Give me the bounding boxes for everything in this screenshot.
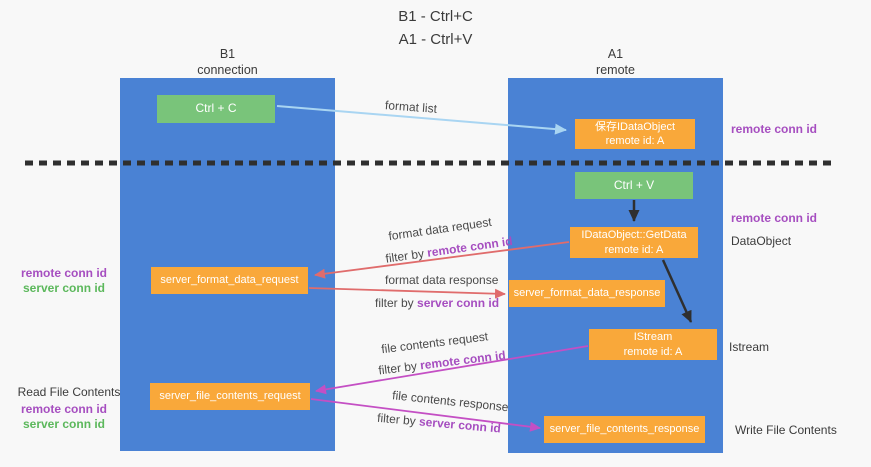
ctrl-v-box: Ctrl + V — [575, 172, 693, 199]
save-idataobject-line2: remote id: A — [605, 135, 665, 147]
lane-header-b1: B1 connection — [120, 46, 335, 79]
filter-by-text: filter by — [376, 410, 417, 429]
left-conn-id-block-2: remote conn id server conn id — [8, 402, 120, 432]
left-remote-conn-id-1: remote conn id — [20, 266, 107, 280]
server-file-contents-response-box: server_file_contents_response — [544, 416, 705, 443]
file-contents-response-label: file contents response — [391, 388, 510, 415]
lane-b1-title: B1 — [219, 47, 236, 61]
server-format-data-response-box: server_format_data_response — [509, 280, 665, 307]
format-data-response-arrow — [308, 287, 506, 299]
ctrl-v-label: Ctrl + V — [613, 177, 655, 192]
filter-by-text: filter by — [384, 246, 425, 266]
title-line-2: A1 - Ctrl+V — [398, 30, 473, 48]
lane-header-a1: A1 remote — [508, 46, 723, 79]
idataobject-getdata-box: IDataObject::GetData remote id: A — [570, 227, 698, 258]
left-server-conn-id-1: server conn id — [22, 281, 106, 295]
dataobject-label: DataObject — [731, 234, 792, 248]
lane-b1-subtitle: connection — [197, 63, 258, 78]
title-line-1: B1 - Ctrl+C — [398, 8, 473, 25]
getdata-line2: remote id: A — [604, 243, 664, 256]
istream-box: IStream remote id: A — [589, 329, 717, 360]
right-remote-conn-id-top: remote conn id — [731, 122, 818, 136]
filter-by-server-conn-id-label-1: filter by server conn id — [375, 296, 499, 310]
ctrl-c-box: Ctrl + C — [157, 95, 275, 123]
format-list-label: format list — [384, 98, 438, 116]
lane-a1-subtitle: remote — [596, 63, 635, 78]
filter-by-text: filter by — [377, 358, 418, 378]
server-format-data-response-label: server_format_data_response — [513, 287, 661, 300]
remote-conn-id-text: remote conn id — [426, 234, 514, 260]
server-file-contents-request-box: server_file_contents_request — [150, 383, 310, 410]
save-idataobject-box: 保存IDataObject remote id: A — [575, 119, 695, 149]
getdata-line1: IDataObject::GetData — [581, 229, 687, 242]
left-remote-conn-id-2: remote conn id — [20, 402, 107, 416]
remote-conn-id-text: remote conn id — [419, 348, 507, 373]
write-file-contents-label: Write File Contents — [735, 423, 837, 437]
lane-a1-title: A1 — [607, 47, 624, 61]
server-file-contents-response-label: server_file_contents_response — [549, 423, 700, 436]
server-conn-id-text: server conn id — [418, 414, 502, 436]
left-server-conn-id-2: server conn id — [22, 417, 106, 431]
left-conn-id-block-1: remote conn id server conn id — [8, 266, 120, 296]
format-data-response-label: format data response — [385, 273, 499, 287]
istream-line2: remote id: A — [623, 345, 683, 358]
ctrl-c-label: Ctrl + C — [195, 101, 237, 116]
read-file-contents-label: Read File Contents — [17, 385, 121, 399]
filter-by-server-conn-id-label-2: filter by server conn id — [376, 410, 502, 436]
istream-line1: IStream — [633, 331, 673, 344]
save-idataobject-line1: 保存IDataObject — [594, 120, 676, 133]
right-remote-conn-id-mid: remote conn id — [731, 211, 818, 225]
server-conn-id-text: server conn id — [417, 296, 500, 310]
server-format-data-request-label: server_format_data_request — [160, 274, 299, 287]
server-format-data-request-box: server_format_data_request — [151, 267, 308, 294]
filter-by-text: filter by — [375, 296, 414, 310]
server-file-contents-request-label: server_file_contents_request — [159, 390, 301, 403]
diagram-title: B1 - Ctrl+C A1 - Ctrl+V — [0, 6, 871, 51]
istream-side-label: Istream — [729, 340, 770, 354]
